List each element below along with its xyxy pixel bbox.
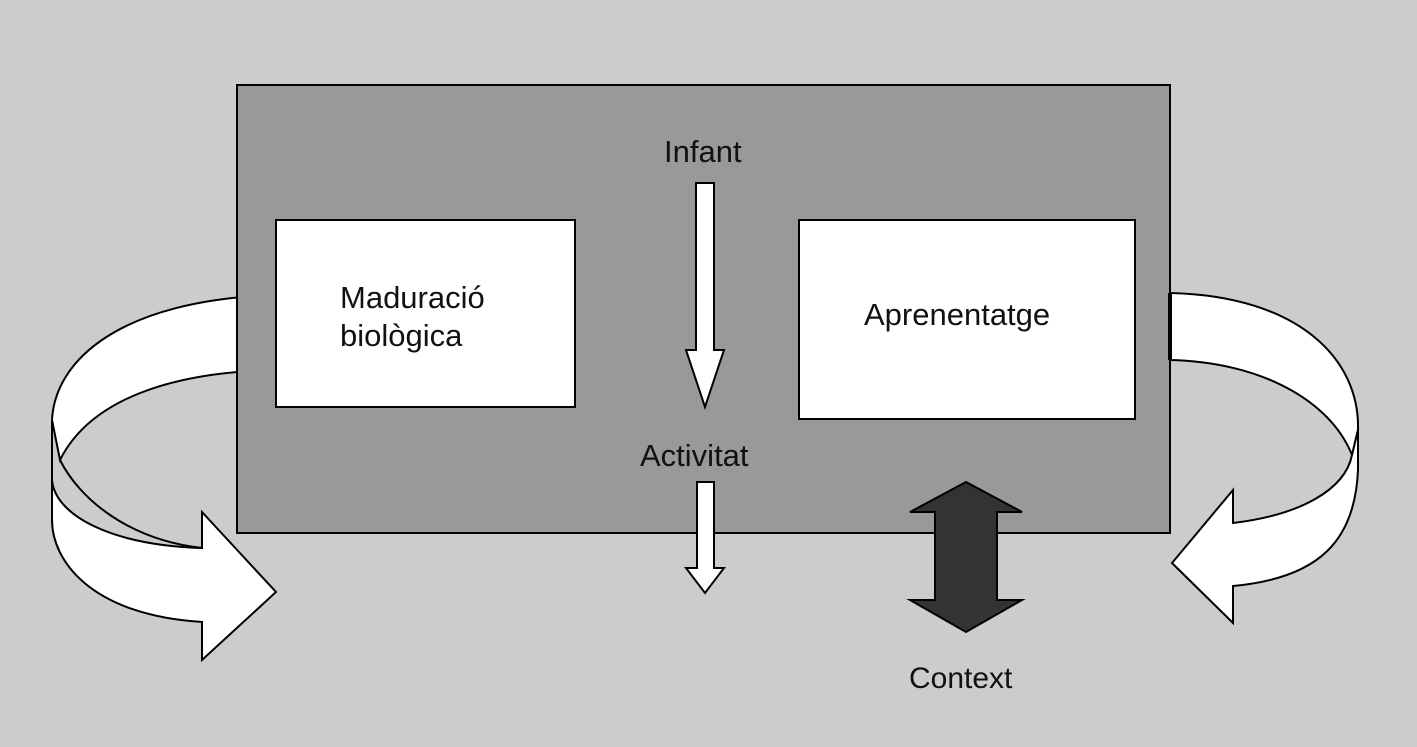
maduracio-label-line1: Maduració — [340, 280, 485, 315]
aprenentatge-label: Aprenentatge — [864, 297, 1051, 332]
right-curved-arrow-back — [1169, 291, 1360, 459]
maduracio-box — [275, 219, 576, 408]
activitat-down-arrow — [683, 481, 727, 595]
context-double-arrow — [906, 480, 1026, 634]
aprenentatge-box — [798, 219, 1136, 420]
left-curved-arrow-inner-edge — [59, 459, 203, 549]
activitat-label: Activitat — [640, 438, 749, 473]
infant-label: Infant — [664, 134, 742, 169]
right-curved-arrow-front — [1170, 429, 1359, 626]
maduracio-label-line2: biològica — [340, 318, 463, 353]
left-curved-arrow-front — [51, 420, 278, 663]
left-curved-arrow-back — [50, 293, 277, 464]
infant-to-activitat-arrow — [684, 182, 726, 411]
maduracio-label: Maduració biològica — [340, 279, 485, 355]
context-label: Context — [909, 662, 1013, 695]
